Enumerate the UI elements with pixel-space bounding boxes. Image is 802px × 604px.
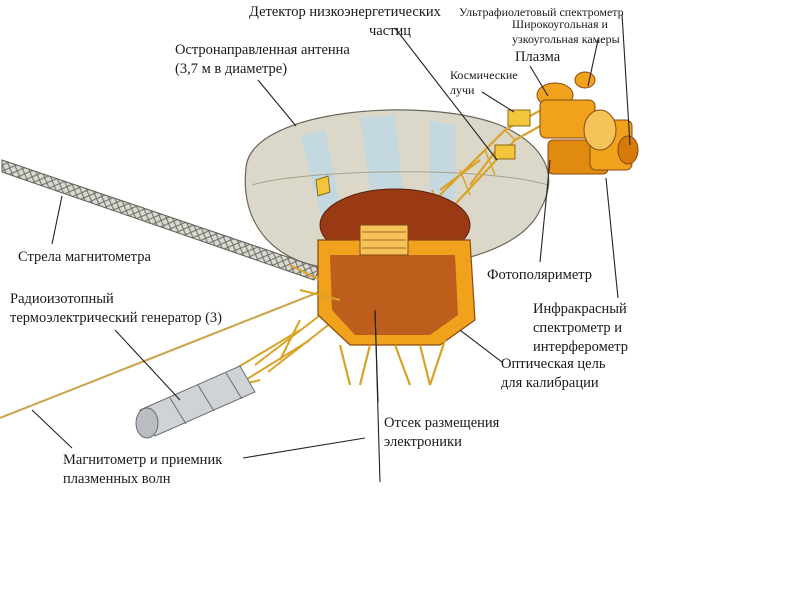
rtg-canisters — [135, 365, 256, 439]
label-photopol: Фотополяриметр — [487, 267, 593, 283]
label-uvs: Ультрафиолетовый спектрометр — [459, 5, 624, 19]
leader-cosmic — [481, 91, 515, 113]
label-electronics-line1: Отсек размещения — [384, 415, 500, 431]
leader-plasma — [529, 65, 549, 97]
leader-photopol — [539, 159, 551, 263]
leader-mag-boom — [51, 195, 63, 245]
label-electronics-line2: электроники — [384, 434, 462, 450]
leader-lecp — [394, 27, 498, 161]
spacecraft-bus — [289, 175, 476, 386]
label-cal: Оптическая цель для калибрации — [501, 355, 605, 393]
label-lecp-line2: частиц — [369, 23, 412, 39]
plasma-wave-antenna — [0, 269, 376, 419]
label-rtg-line1: Радиоизотопный — [10, 291, 114, 307]
label-lecp: Детектор низкоэнергетических частиц — [249, 3, 441, 41]
label-iris: Инфракрасный спектрометр и интерферометр — [533, 300, 628, 357]
label-hga-line1: Остронаправленная антенна — [175, 42, 350, 58]
label-electronics: Отсек размещения электроники — [384, 414, 499, 452]
label-cameras-line1: Широкоугольная и — [512, 17, 608, 31]
leader-lines — [31, 13, 631, 483]
label-cameras: Широкоугольная и узкоугольная камеры — [512, 17, 620, 47]
label-hga: Остронаправленная антенна (3,7 м в диаме… — [175, 41, 350, 79]
leader-cal — [459, 329, 503, 363]
label-rtg: Радиоизотопный термоэлектрический генера… — [10, 290, 222, 328]
magnetometer-boom — [1, 159, 321, 281]
label-rtg-line2: термоэлектрический генератор (3) — [10, 310, 223, 326]
leader-iris — [605, 177, 619, 299]
label-mag-pws: Магнитометр и приемник плазменных волн — [63, 451, 222, 489]
label-cal-line1: Оптическая цель — [501, 356, 606, 372]
leader-mag-pws-2 — [31, 409, 73, 449]
scan-platform — [494, 71, 639, 175]
leader-hga — [257, 79, 297, 127]
leader-electronics-down — [374, 309, 381, 483]
label-cosmic-line2: лучи — [450, 83, 475, 97]
label-cameras-line2: узкоугольная камеры — [512, 32, 620, 46]
label-lecp-line1: Детектор низкоэнергетических — [249, 4, 441, 20]
leader-rtg — [114, 329, 181, 401]
leader-mag-pws — [242, 437, 366, 459]
label-iris-line3: интерферометр — [533, 339, 628, 355]
leader-cameras — [587, 39, 599, 87]
label-mag-pws-line2: плазменных волн — [63, 471, 171, 487]
label-cosmic-line1: Космические — [450, 68, 518, 82]
label-cal-line2: для калибрации — [501, 375, 599, 391]
label-iris-line2: спектрометр и — [533, 320, 622, 336]
label-plasma: Плазма — [515, 49, 561, 65]
label-mag-pws-line1: Магнитометр и приемник — [63, 452, 223, 468]
label-mag-boom: Стрела магнитометра — [18, 249, 151, 265]
label-cosmic: Космические лучи — [450, 68, 518, 98]
label-iris-line1: Инфракрасный — [533, 301, 627, 317]
leader-uvs — [621, 13, 631, 146]
label-hga-line2: (3,7 м в диаметре) — [175, 61, 288, 77]
